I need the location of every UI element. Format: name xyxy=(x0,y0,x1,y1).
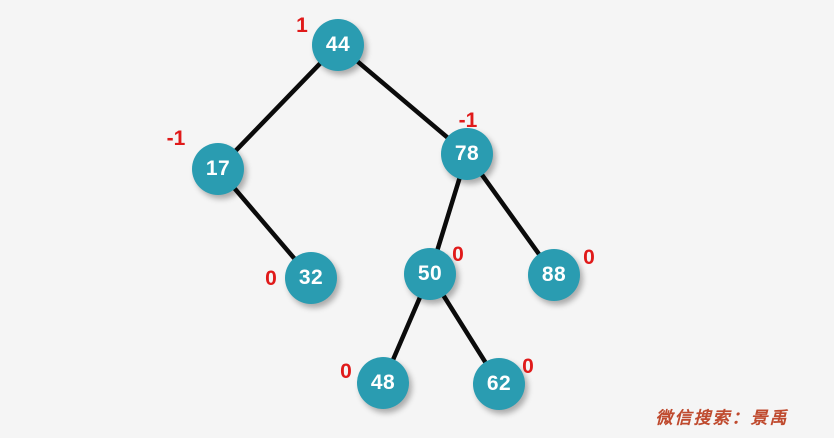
tree-edge-44-17 xyxy=(215,42,341,172)
balance-factor-label-50: 0 xyxy=(452,243,464,266)
tree-node-78: 78 xyxy=(441,128,493,180)
tree-node-62: 62 xyxy=(473,358,525,410)
balance-factor-label-48: 0 xyxy=(340,360,352,383)
tree-edge-44-78 xyxy=(335,42,470,157)
balance-factor-label-32: 0 xyxy=(265,267,277,290)
balance-factor-label-62: 0 xyxy=(522,355,534,378)
tree-node-50: 50 xyxy=(404,248,456,300)
balance-factor-label-78: -1 xyxy=(458,109,478,132)
tree-node-17: 17 xyxy=(192,143,244,195)
balance-factor-label-17: -1 xyxy=(166,127,186,150)
watermark-text: 微信搜索：景禹 xyxy=(655,408,789,429)
tree-node-88: 88 xyxy=(528,249,580,301)
balance-factor-label-44: 1 xyxy=(296,14,308,37)
tree-node-44: 44 xyxy=(312,19,364,71)
balance-factor-label-88: 0 xyxy=(583,246,595,269)
tree-node-32: 32 xyxy=(285,252,337,304)
tree-node-48: 48 xyxy=(357,357,409,409)
